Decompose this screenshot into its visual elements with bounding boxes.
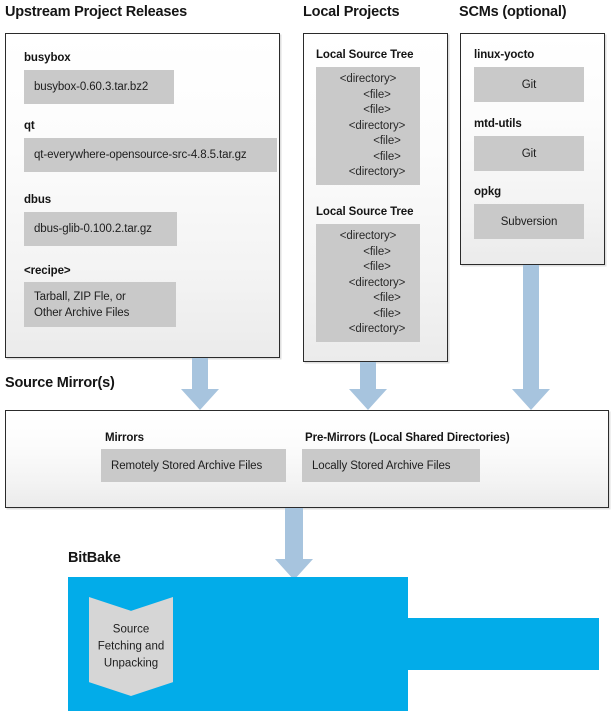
tree-node: <file>: [373, 307, 401, 320]
tree-node: <directory>: [348, 166, 406, 178]
scms-chip-mtd-utils: Git: [474, 136, 584, 171]
tree-node: <file>: [363, 104, 391, 116]
tree-node: <directory>: [339, 230, 397, 242]
local-tree-label-2: Local Source Tree: [316, 206, 414, 218]
tree-node: <file>: [363, 245, 391, 258]
local-projects-section-title: Local Projects: [303, 4, 400, 20]
mirrors-chip: Remotely Stored Archive Files: [101, 449, 286, 482]
local-tree-chip-2: <directory> <file> <file> <directory> <f…: [316, 224, 420, 342]
scms-section-title: SCMs (optional): [459, 4, 567, 20]
task-line-3: Unpacking: [103, 657, 159, 669]
tree-node: <file>: [373, 150, 401, 163]
upstream-label-qt: qt: [24, 120, 35, 132]
upstream-label-busybox: busybox: [24, 52, 71, 64]
upstream-chip-recipe-line2: Other Archive Files: [34, 307, 130, 319]
tree-node: <file>: [373, 135, 401, 147]
task-line-1: Source: [112, 623, 150, 635]
arrow-mirrors-to-bitbake: [272, 508, 316, 580]
pre-mirrors-label: Pre-Mirrors (Local Shared Directories): [305, 432, 510, 444]
source-mirrors-section-title: Source Mirror(s): [5, 375, 115, 391]
scms-chip-opkg: Subversion: [474, 204, 584, 239]
tree-node: <directory>: [339, 73, 397, 85]
tree-node: <directory>: [348, 119, 406, 132]
scms-label-opkg: opkg: [474, 186, 502, 198]
source-fetching-and-unpacking-task: Source Fetching and Unpacking: [89, 597, 173, 696]
upstream-section-title: Upstream Project Releases: [5, 4, 187, 20]
arrow-upstream-to-mirrors: [178, 358, 222, 410]
local-tree-chip-1: <directory> <file> <file> <directory> <f…: [316, 67, 420, 185]
tree-node: <directory>: [348, 276, 406, 289]
upstream-chip-recipe-line1: Tarball, ZIP Fle, or: [34, 291, 126, 303]
tree-node: <file>: [363, 88, 391, 101]
arrow-local-projects-to-mirrors: [346, 362, 390, 410]
upstream-label-dbus: dbus: [24, 194, 52, 206]
bitbake-flow-tail: [407, 618, 599, 670]
scms-label-linux-yocto: linux-yocto: [474, 49, 535, 61]
upstream-chip-recipe: Tarball, ZIP Fle, or Other Archive Files: [24, 282, 176, 327]
mirrors-label: Mirrors: [105, 432, 144, 444]
scms-chip-linux-yocto: Git: [474, 67, 584, 102]
upstream-chip-qt: qt-everywhere-opensource-src-4.8.5.tar.g…: [24, 138, 277, 172]
tree-node: <file>: [373, 292, 401, 304]
upstream-chip-dbus: dbus-glib-0.100.2.tar.gz: [24, 212, 177, 246]
task-line-2: Fetching and: [97, 640, 165, 652]
tree-node: <directory>: [348, 323, 406, 335]
tree-node: <file>: [363, 261, 391, 273]
upstream-label-recipe: <recipe>: [24, 265, 71, 277]
pre-mirrors-chip: Locally Stored Archive Files: [302, 449, 480, 482]
source-fetching-task-text: Source Fetching and Unpacking: [89, 621, 173, 672]
arrow-scms-to-mirrors: [509, 265, 553, 410]
bitbake-section-title: BitBake: [68, 550, 121, 566]
local-tree-label-1: Local Source Tree: [316, 49, 414, 61]
upstream-chip-busybox: busybox-0.60.3.tar.bz2: [24, 70, 174, 104]
scms-label-mtd-utils: mtd-utils: [474, 118, 522, 130]
